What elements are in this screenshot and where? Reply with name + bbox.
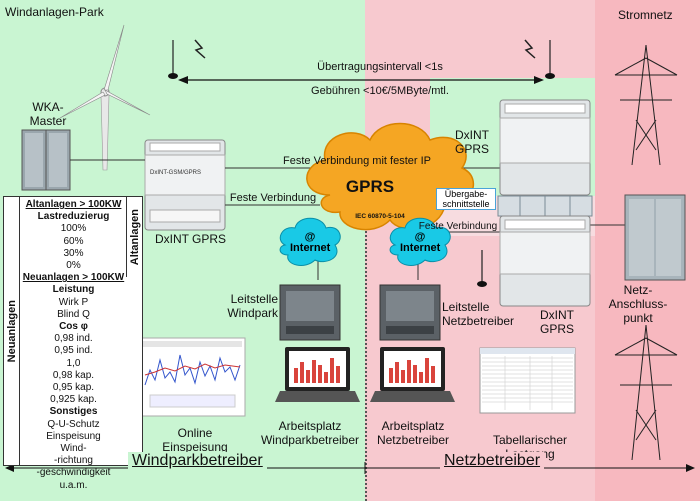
wind-turbine-icon — [59, 24, 151, 171]
antenna-right-icon — [524, 39, 555, 79]
fixed-right-label: Feste Verbindung — [418, 221, 498, 232]
parameter-row: 60% — [63, 235, 84, 247]
parameter-row: Wirk P — [58, 296, 89, 308]
parameter-row: Cos φ — [59, 321, 88, 333]
parameter-row: u.a.m. — [59, 479, 88, 491]
handover-interface-icon — [497, 195, 593, 217]
gprs-label: GPRS — [345, 177, 395, 196]
parameter-row: Sonstiges — [49, 406, 98, 418]
server-netzbetreiber-icon — [379, 284, 441, 341]
power-pylon-bottom-icon — [614, 324, 678, 461]
online-chart-thumbnail — [139, 337, 246, 417]
stromnetz-title: Stromnetz — [618, 8, 673, 22]
parameter-row: Blind Q — [57, 308, 90, 320]
power-pylon-top-icon — [614, 44, 678, 166]
wka-master-label: WKA-Master — [29, 100, 67, 128]
windpark-title: Windanlagen-Park — [5, 5, 104, 19]
internet-right-label: @Internet — [400, 231, 441, 254]
transfer-interval-label: Übertragungsintervall <1s — [317, 61, 443, 73]
dxint-right-bottom-device-icon — [499, 215, 591, 307]
netzanschluss-label: Netz-Anschluss-punkt — [608, 283, 668, 325]
parameter-row: -geschwindigkeit — [36, 467, 111, 479]
grid-cabinet-icon — [624, 194, 686, 281]
fees-label: Gebühren <10€/5MByte/mtl. — [311, 85, 449, 97]
parameter-row: Q-U-Schutz — [47, 418, 100, 430]
bottom-range-arrow — [5, 462, 695, 474]
internet-cloud-left — [279, 217, 341, 266]
neuanlagen-vertical-label: Neuanlagen — [4, 197, 20, 465]
area-divider — [365, 226, 367, 501]
dxint-right-top-device-icon — [499, 99, 591, 196]
parameter-row: -richtung — [54, 455, 93, 467]
gprs-cloud — [306, 122, 474, 231]
parameter-row: 0,925 kap. — [50, 394, 97, 406]
antenna-left-icon — [168, 39, 206, 79]
parameter-row: Einspeisung — [46, 430, 101, 442]
parameter-row: 0,95 ind. — [54, 345, 93, 357]
parameter-panel: Neuanlagen Altanlagen Altanlagen > 100KW… — [3, 196, 143, 491]
antenna-right-bottom-icon — [477, 250, 487, 287]
dxint-left-device-icon — [144, 139, 226, 231]
netzbetreiber-label: Netzbetreiber — [440, 452, 545, 470]
transfer-arrow — [178, 76, 544, 84]
laptop-netzbetreiber-icon — [370, 347, 455, 402]
windparkbetreiber-label: Windparkbetreiber — [128, 452, 267, 470]
parameter-row: 0,98 kap. — [52, 369, 95, 381]
parameter-row: 0,98 ind. — [54, 333, 93, 345]
parameter-row: Lastreduzierug — [37, 211, 110, 223]
altanlagen-vertical-label: Altanlagen — [126, 197, 142, 277]
parameter-row: 0% — [66, 260, 81, 272]
wka-master-cabinet-icon — [21, 129, 71, 191]
laptop-windpark-icon — [275, 347, 360, 402]
server-windpark-icon — [279, 284, 341, 341]
device-brand-left: DxINT-GSM/GPRS — [150, 170, 202, 176]
parameter-row: Altanlagen > 100KW — [25, 199, 122, 210]
parameter-row: 100% — [60, 223, 87, 235]
parameter-row: Leistung — [52, 284, 95, 296]
fixed-left-label: Feste Verbindung — [229, 192, 317, 204]
iec-label: IEC 60870-5-104 — [355, 213, 405, 220]
parameter-row: 30% — [63, 247, 84, 259]
parameter-row: 1,0 — [66, 357, 81, 369]
parameter-row: Neuanlagen > 100KW — [22, 272, 125, 284]
table-thumbnail — [479, 347, 576, 414]
parameter-row: 0,95 kap. — [52, 382, 95, 394]
parameter-row: Wind- — [60, 443, 87, 455]
internet-left-label: @Internet — [290, 231, 331, 254]
dxint-left-label: DxINT GPRS — [154, 232, 227, 246]
fixed-ip-label: Feste Verbindung mit fester IP — [283, 155, 431, 167]
internet-cloud-right — [389, 217, 451, 266]
handover-label: Übergabe-schnittstelle — [436, 188, 496, 210]
